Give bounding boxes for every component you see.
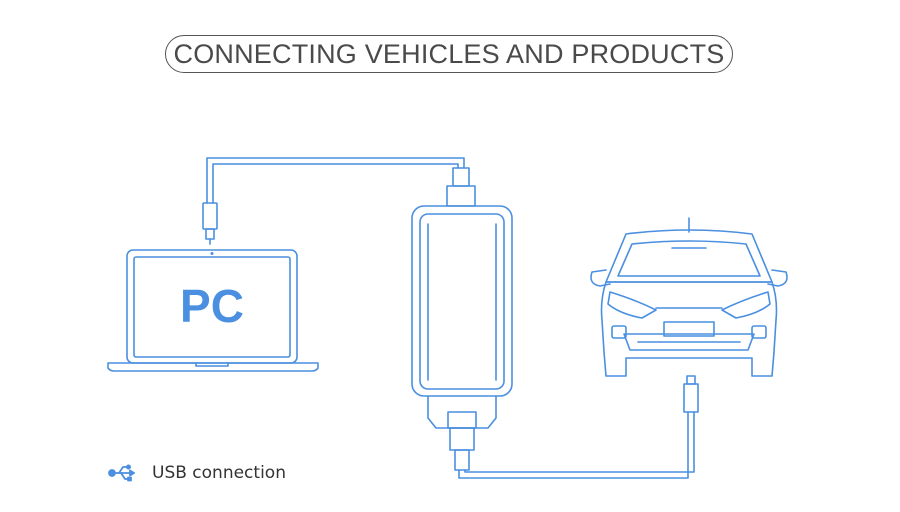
laptop — [107, 249, 319, 372]
device-usb-connector — [446, 167, 476, 207]
usb-cable-pc — [202, 157, 465, 245]
obd-cable — [449, 375, 699, 479]
vci-interface-device — [411, 205, 513, 429]
legend-label: USB connection — [152, 463, 286, 483]
laptop-screen-label: PC — [180, 280, 244, 332]
car-front-view — [590, 217, 788, 377]
title-pill: CONNECTING VEHICLES AND PRODUCTS — [165, 35, 733, 73]
usb-icon — [108, 464, 135, 482]
page-title: CONNECTING VEHICLES AND PRODUCTS — [173, 38, 725, 69]
legend: USB connection — [108, 462, 286, 484]
